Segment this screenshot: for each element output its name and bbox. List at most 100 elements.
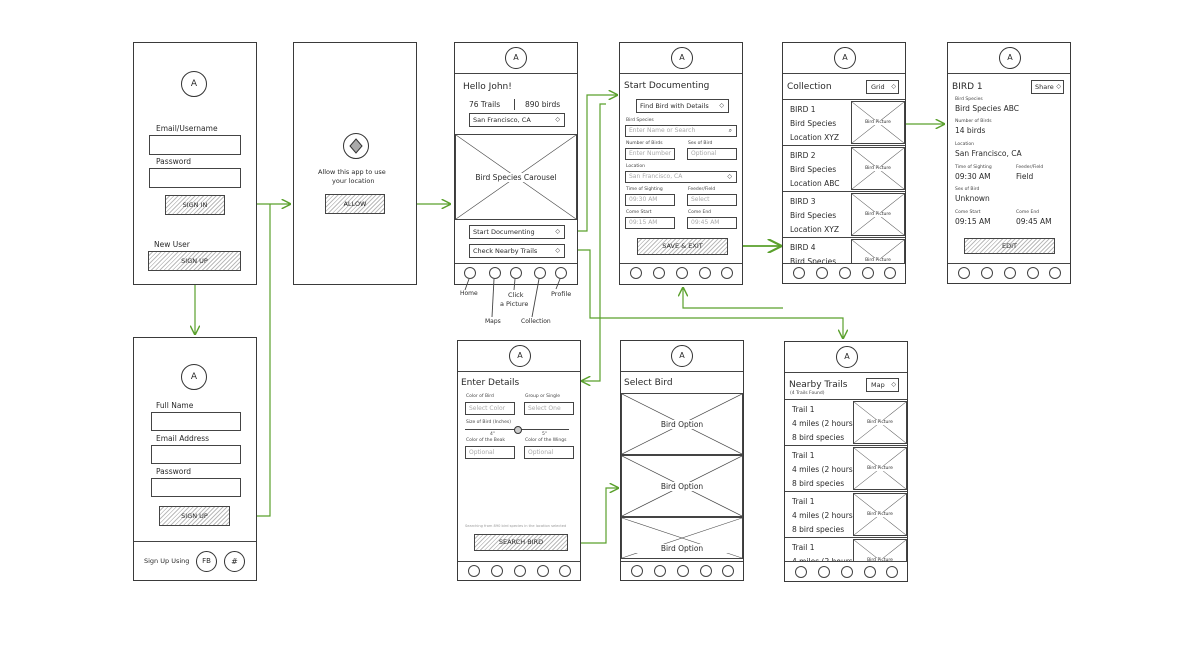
facebook-icon[interactable]: FB [196,551,217,572]
wings-field[interactable]: Optional [524,446,574,459]
bird-option[interactable]: Bird Option [621,393,743,455]
group-field[interactable]: Select One [524,402,574,415]
app-logo: A [671,345,693,367]
email-field[interactable] [151,445,241,464]
check-trails-button[interactable]: Check Nearby Trails ◇ [469,244,565,258]
nav-maps-icon[interactable] [489,267,501,279]
edit-button[interactable]: EDIT [964,238,1055,254]
nav-camera-icon[interactable] [677,565,689,577]
nav-profile-icon[interactable] [884,267,896,279]
nav-home-icon[interactable] [631,565,643,577]
size-min: 4" [490,432,495,437]
search-bird-button[interactable]: SEARCH BIRD [474,534,568,551]
nav-maps-icon[interactable] [818,566,830,578]
nav-profile-icon[interactable] [722,565,734,577]
nav-home-icon[interactable] [630,267,642,279]
nav-maps-icon[interactable] [654,565,666,577]
nav-collection-icon[interactable] [537,565,549,577]
nav-camera-icon[interactable] [841,566,853,578]
number-field[interactable]: Enter Number [625,148,675,160]
find-bird-button[interactable]: Find Bird with Details ◇ [636,99,729,113]
size-slider-handle[interactable] [514,426,522,434]
nav-camera-icon[interactable] [839,267,851,279]
nav-camera-icon[interactable] [676,267,688,279]
bird-option-label: Bird Option [622,544,742,553]
nav-camera-icon[interactable] [510,267,522,279]
location-select[interactable]: San Francisco, CA ◇ [469,113,565,127]
nav-camera-icon[interactable] [1004,267,1016,279]
location-field[interactable]: San Francisco, CA ◇ [625,171,737,183]
sign-up-button[interactable]: SIGN UP [159,506,230,526]
species-field[interactable]: Enter Name or Search ⌕ [625,125,737,137]
email-field[interactable] [149,135,241,155]
time-field[interactable]: 09:30 AM [625,194,675,206]
save-exit-button[interactable]: SAVE & EXIT [637,238,728,255]
feeder-field[interactable]: Select [687,194,737,206]
hashtag-icon[interactable]: # [224,551,245,572]
nav-home-icon[interactable] [793,267,805,279]
nav-home-icon[interactable] [795,566,807,578]
nav-maps-icon[interactable] [816,267,828,279]
password-field[interactable] [149,168,241,188]
end-label: Come End [1016,210,1040,215]
header-divider [785,372,907,373]
sign-in-button[interactable]: SIGN IN [165,195,225,215]
nav-profile-icon[interactable] [559,565,571,577]
nav-home-icon[interactable] [464,267,476,279]
nav-profile-icon[interactable] [886,566,898,578]
nav-collection-icon[interactable] [700,565,712,577]
nav-home-icon[interactable] [468,565,480,577]
nav-divider [783,263,905,264]
nav-collection-icon[interactable] [862,267,874,279]
nav-profile-icon[interactable] [1049,267,1061,279]
beak-label: Color of the Beak [466,438,505,443]
map-toggle[interactable]: Map ◇ [866,378,899,392]
nav-maps-icon[interactable] [981,267,993,279]
beak-field[interactable]: Optional [465,446,515,459]
nav-home-icon[interactable] [958,267,970,279]
nav-camera-icon[interactable] [514,565,526,577]
color-field[interactable]: Select Color [465,402,515,415]
nav-label-profile: Profile [551,290,572,298]
bird-option[interactable]: Bird Option [621,455,743,517]
nav-collection-icon[interactable] [864,566,876,578]
bird-picture: Bird Picture [851,193,905,236]
share-button[interactable]: Share ◇ [1031,80,1064,94]
full-name-field[interactable] [151,412,241,431]
bird-carousel[interactable]: Bird Species Carousel [455,134,577,220]
number-value: 14 birds [955,126,986,135]
page-title: Enter Details [461,378,520,388]
bird-option[interactable]: Bird Option [621,517,743,559]
location-message-line2: your location [332,177,375,185]
nav-collection-icon[interactable] [699,267,711,279]
bird-species: Bird Species [790,211,837,220]
nav-collection-icon[interactable] [534,267,546,279]
nav-maps-icon[interactable] [653,267,665,279]
nav-profile-icon[interactable] [721,267,733,279]
sign-up-button[interactable]: SIGN UP [148,251,241,271]
start-field[interactable]: 09:15 AM [625,217,675,229]
search-icon[interactable]: ⌕ [728,127,732,134]
nav-profile-icon[interactable] [555,267,567,279]
nav-collection-icon[interactable] [1027,267,1039,279]
trail-name: Trail 1 [792,497,815,506]
view-toggle[interactable]: Grid ◇ [866,80,899,94]
password-field[interactable] [151,478,241,497]
end-field[interactable]: 09:45 AM [687,217,737,229]
nav-maps-icon[interactable] [491,565,503,577]
app-logo: A [505,47,527,69]
location-value: San Francisco, CA [955,149,1022,158]
bird-location: Location ABC [790,179,840,188]
app-logo: A [509,345,531,367]
sex-field[interactable]: Optional [687,148,737,160]
start-label: Come Start [626,210,652,215]
allow-button[interactable]: ALLOW [325,194,385,214]
start-documenting-button[interactable]: Start Documenting ◇ [469,225,565,239]
chevron-icon: ◇ [891,83,896,90]
